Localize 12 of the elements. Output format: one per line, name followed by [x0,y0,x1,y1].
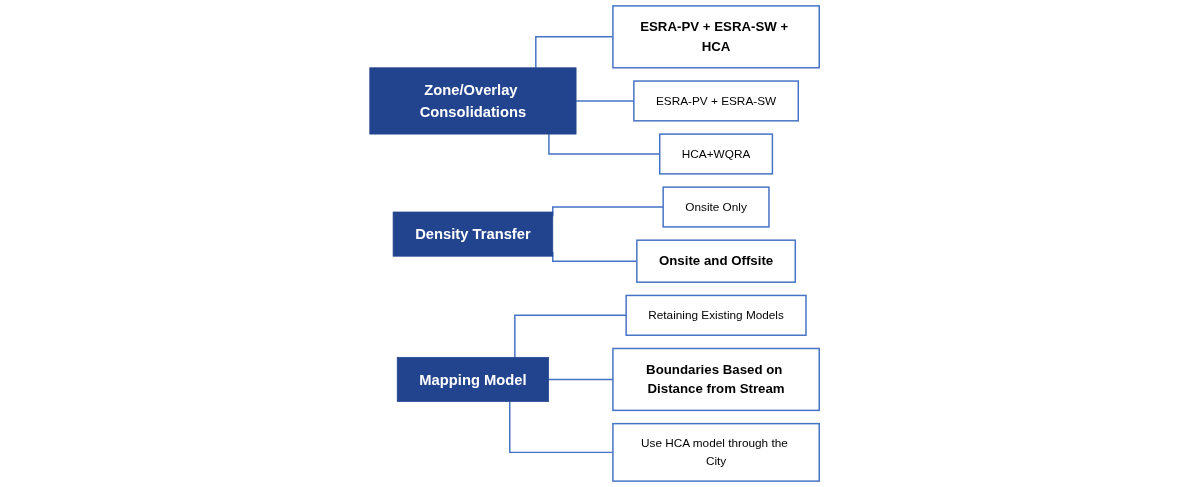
connector [514,314,627,359]
node-box: Onsite Only [662,186,770,228]
node-box: Boundaries Based on Distance from Stream [612,347,820,412]
node-box: Onsite and Offsite [636,239,796,283]
node-box: Zone/Overlay Consolidations [369,67,577,135]
node-box: Mapping Model [396,356,549,402]
node-box: Density Transfer [392,211,554,257]
node-box: Use HCA model through the City [612,422,820,482]
node-box: ESRA-PV + ESRA-SW + HCA [612,5,820,69]
node-box: ESRA-PV + ESRA-SW [633,80,799,122]
node-box: HCA+WQRA [659,133,774,175]
node-box: Retaining Existing Models [625,294,807,336]
